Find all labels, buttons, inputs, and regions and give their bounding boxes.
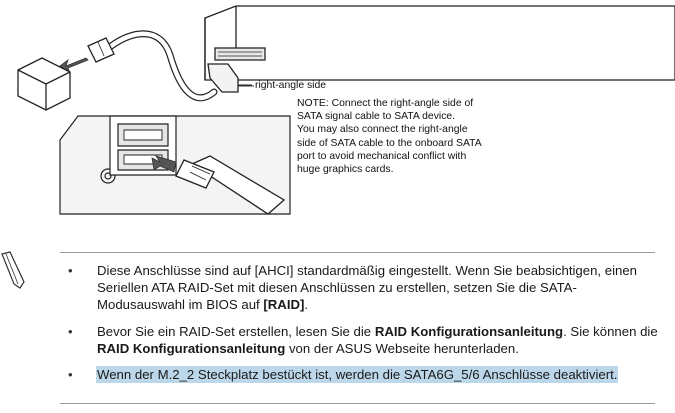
note-text: Wenn der M.2_2 Steckplatz bestückt ist, … bbox=[97, 366, 660, 383]
diagram-note: NOTE: Connect the right-angle side of SA… bbox=[297, 97, 537, 176]
bold-text: RAID Konfigurationsanleitung bbox=[97, 340, 286, 356]
bullet-icon: • bbox=[68, 367, 73, 383]
right-angle-connector-drawing bbox=[207, 63, 252, 93]
sata-block-drawing bbox=[17, 57, 71, 111]
text-selection-highlight: Wenn der M.2_2 Steckplatz bestückt ist, … bbox=[97, 367, 618, 383]
bold-text: [RAID] bbox=[263, 297, 305, 313]
note-text: Diese Anschlüsse sind auf [AHCI] standar… bbox=[97, 262, 660, 314]
sata-connection-diagram bbox=[17, 5, 675, 215]
right-angle-side-label: right-angle side bbox=[255, 80, 327, 91]
text-run: von der ASUS Webseite herunterladen. bbox=[285, 340, 519, 356]
note-line: You may also connect the right-angle bbox=[297, 124, 468, 136]
list-item: • Bevor Sie ein RAID-Set erstellen, lese… bbox=[60, 323, 660, 357]
bullet-icon: • bbox=[68, 263, 73, 278]
bold-text: RAID Konfigurationsanleitung bbox=[374, 323, 564, 339]
note-line: huge graphics cards. bbox=[297, 164, 394, 176]
sata-device-drawing bbox=[204, 5, 675, 81]
list-item: • Wenn der M.2_2 Steckplatz bestückt ist… bbox=[60, 366, 660, 383]
note-text: Bevor Sie ein RAID-Set erstellen, lesen … bbox=[97, 323, 660, 357]
text-run: . bbox=[304, 297, 309, 313]
text-run: . Sie können die bbox=[563, 323, 658, 339]
text-run: Wenn der M.2_2 Steckplatz bestückt ist, … bbox=[97, 367, 618, 383]
divider-line bbox=[60, 403, 655, 404]
divider-line bbox=[60, 252, 655, 253]
note-line: port to avoid mechanical conflict with bbox=[297, 150, 467, 162]
arrow-icon bbox=[151, 155, 177, 173]
text-run: Diese Anschlüsse sind auf [AHCI] standar… bbox=[97, 263, 638, 313]
pencil-icon bbox=[1, 251, 25, 289]
straight-plug-drawing bbox=[87, 37, 115, 63]
note-line: NOTE: Connect the right-angle side of bbox=[297, 98, 474, 109]
note-line: SATA signal cable to SATA device. bbox=[297, 111, 456, 123]
text-run: Bevor Sie ein RAID-Set erstellen, lesen … bbox=[97, 323, 375, 339]
list-item: • Diese Anschlüsse sind auf [AHCI] stand… bbox=[60, 262, 660, 314]
sata-cable-drawing bbox=[102, 30, 218, 102]
notes-list: • Diese Anschlüsse sind auf [AHCI] stand… bbox=[60, 262, 660, 392]
note-line: side of SATA cable to the onboard SATA bbox=[297, 137, 482, 149]
bullet-icon: • bbox=[68, 323, 73, 339]
inset-cable-drawing bbox=[175, 155, 286, 215]
